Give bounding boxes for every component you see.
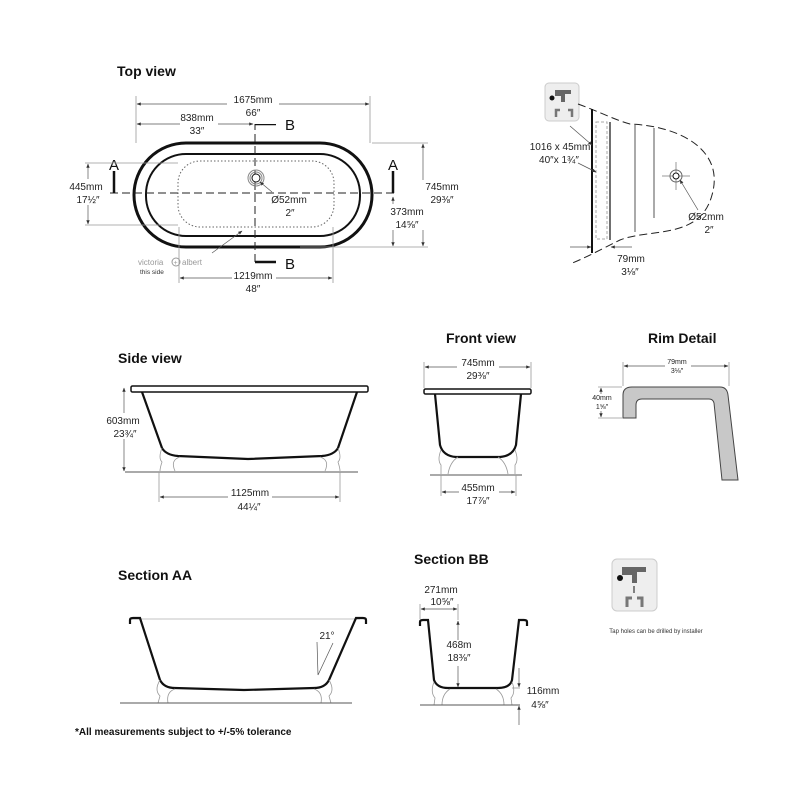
front-width-in: 29⅜″ (466, 371, 489, 382)
wall-angle: 21° (319, 631, 334, 642)
rim-height-mm: 40mm (592, 395, 612, 402)
tap-hole-in: 40″x 1¾″ (539, 155, 579, 166)
waste-mm: Ø52mm (271, 195, 307, 206)
tap-rim-mm: 79mm (617, 254, 645, 265)
front-width-mm: 745mm (461, 358, 494, 369)
drain-icon (247, 169, 265, 187)
drain-offset-mm: 373mm (390, 207, 423, 218)
rim-detail: 79mm 3⅛″ 40mm 1⅝″ (590, 358, 739, 481)
tap-holes-text: Tap holes can be drilled by installer (609, 629, 702, 635)
length-in: 66″ (246, 108, 261, 119)
tap-waste-mm: Ø52mm (688, 212, 724, 223)
depth-mm: 468m (446, 640, 471, 651)
tap-waste-in: 2″ (704, 225, 714, 236)
bath-floor-outline (177, 160, 335, 228)
feet-span-mm: 1125mm (231, 488, 269, 499)
tap-hole-mm: 1016 x 45mm (530, 142, 591, 153)
title-rim-detail: Rim Detail (648, 330, 716, 346)
half-length-in: 33″ (190, 126, 205, 137)
rim-width-mm: 79mm (667, 359, 687, 366)
svg-text:albert: albert (182, 258, 203, 267)
front-feet-in: 17⅞″ (466, 496, 489, 507)
svg-text:+: + (174, 260, 178, 267)
rim-width-in: 3⅛″ (671, 368, 684, 375)
clearance-in: 4⅝″ (531, 700, 549, 711)
offset-mm: 445mm (69, 182, 102, 193)
title-section-bb: Section BB (414, 551, 489, 567)
bath-outer-rim (132, 141, 374, 249)
offset-in: 17½″ (76, 195, 99, 206)
tolerance-footnote: *All measurements subject to +/-5% toler… (75, 727, 292, 738)
section-b-label-top: B (285, 117, 295, 134)
feet-span-in: 44¼″ (237, 501, 260, 513)
depth-in: 18⅜″ (447, 653, 470, 664)
section-a-label-left: A (109, 157, 119, 174)
side-view: 603mm 23¾″ 1125mm 44¼″ (104, 385, 369, 514)
title-top-view: Top view (117, 63, 176, 79)
rim-height-in: 1⅝″ (596, 404, 609, 411)
front-view: 745mm 29⅜″ 455mm 17⅞″ (423, 358, 532, 508)
waste-in: 2″ (285, 208, 295, 219)
victoria-albert-logo: victoria + albert (138, 257, 203, 267)
drain-offset-in: 14⅝″ (395, 220, 418, 231)
bath-inner-rim (145, 153, 361, 237)
title-section-aa: Section AA (118, 567, 192, 583)
section-b-label-bottom: B (285, 256, 295, 273)
brand-note: this side (140, 269, 164, 276)
svg-text:victoria: victoria (138, 258, 164, 267)
tap-icon (611, 558, 658, 612)
height-in: 23¾″ (113, 429, 136, 440)
top-view: B B A A 1675mm 66″ 838mm 33″ 445mm 17½″ … (69, 95, 461, 296)
drain-icon (662, 162, 690, 190)
base-length-in: 48″ (246, 284, 261, 295)
title-side-view: Side view (118, 350, 182, 366)
base-length-mm: 1219mm (234, 271, 273, 282)
front-feet-mm: 455mm (461, 483, 494, 494)
section-aa: 21° *All measurements subject to +/-5% t… (75, 616, 368, 738)
title-front-view: Front view (446, 330, 516, 346)
section-a-label-right: A (388, 157, 398, 174)
rim-profile (622, 386, 739, 481)
half-length-mm: 838mm (180, 113, 213, 124)
rim-offset-mm: 271mm (424, 585, 457, 596)
tap-position-detail: 1016 x 45mm 40″x 1¾″ Ø52mm 2″ 79mm 3⅛″ (530, 82, 724, 278)
section-bb: 271mm 10⅝″ 468m 18⅜″ 116mm 4⅝″ (418, 585, 560, 725)
tap-rim-in: 3⅛″ (621, 267, 639, 278)
tap-holes-note: Tap holes can be drilled by installer (609, 558, 703, 635)
tap-icon (544, 82, 580, 122)
length-mm: 1675mm (234, 95, 273, 106)
width-mm: 745mm (425, 182, 458, 193)
height-mm: 603mm (106, 416, 139, 427)
rim-offset-in: 10⅝″ (430, 597, 453, 608)
width-in: 29⅜″ (430, 195, 453, 206)
clearance-mm: 116mm (527, 686, 560, 697)
